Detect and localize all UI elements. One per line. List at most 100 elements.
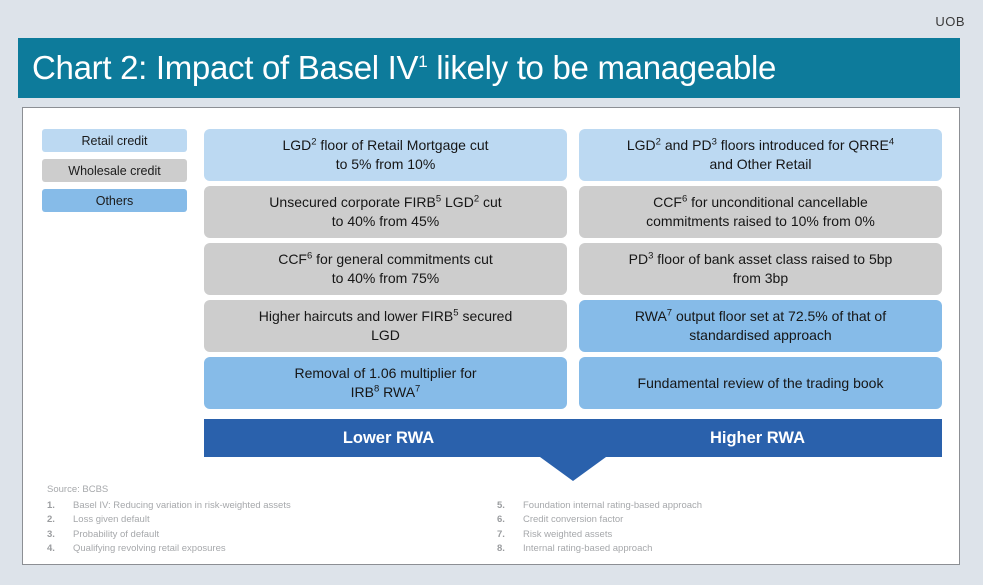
legend-label-others: Others (95, 193, 134, 208)
footnote-item: 3. Probability of default (47, 528, 497, 542)
measure-box-text: LGD2 and PD3 floors introduced for QRRE4… (627, 136, 894, 174)
footnote-item: 2. Loss given default (47, 513, 497, 527)
rwa-label-lower: Lower RWA (342, 428, 435, 447)
measure-text-part: for general commitments cut (312, 251, 493, 267)
page-title: Chart 2: Impact of Basel IV1 likely to b… (18, 49, 776, 87)
footnote-marker: 4 (888, 136, 895, 148)
source-note: Source: BCBS (47, 484, 109, 495)
footnote-text: Internal rating-based approach (523, 543, 653, 554)
measure-text-part: LGD (626, 137, 656, 153)
measure-text-part: and PD (660, 137, 712, 153)
legend-item-others[interactable]: Others (42, 189, 187, 212)
measure-box[interactable]: CCF6 for general commitments cut to 40% … (204, 243, 567, 295)
footnote-column-right: 5. Foundation internal rating-based appr… (497, 499, 947, 557)
page-title-suffix: likely to be manageable (427, 49, 777, 86)
measure-box[interactable]: RWA7 output floor set at 72.5% of that o… (579, 300, 942, 352)
measure-box[interactable]: LGD2 floor of Retail Mortgage cut to 5% … (204, 129, 567, 181)
chart-title-bar: Chart 2: Impact of Basel IV1 likely to b… (18, 38, 960, 98)
page-title-prefix: Chart 2: Impact of Basel IV (32, 49, 419, 86)
measure-box-text: Fundamental review of the trading book (638, 374, 884, 393)
higher-rwa-column: LGD2 and PD3 floors introduced for QRRE4… (579, 129, 942, 414)
measure-box[interactable]: Unsecured corporate FIRB5 LGD2 cut to 40… (204, 186, 567, 238)
measure-text-part: RWA (379, 384, 416, 400)
chart-panel: Retail credit Wholesale credit Others LG… (22, 107, 960, 565)
measure-text-part: CCF (653, 194, 682, 210)
footnote-marker: 6 (306, 250, 313, 262)
measure-text-line2: to 5% from 10% (335, 156, 436, 172)
footnote-marker: 2 (655, 136, 661, 148)
lower-rwa-column: LGD2 floor of Retail Mortgage cut to 5% … (204, 129, 567, 414)
footnote-item: 7. Risk weighted assets (497, 528, 947, 542)
footnote-number: 4. (47, 543, 55, 554)
footnote-text: Qualifying revolving retail exposures (73, 543, 226, 554)
footnote-marker: 2 (311, 136, 317, 148)
footnote-column-left: 1. Basel IV: Reducing variation in risk-… (47, 499, 497, 557)
measure-text-part: Unsecured corporate FIRB (269, 194, 436, 210)
measure-box[interactable]: Fundamental review of the trading book (579, 357, 942, 409)
footnote-marker: 5 (435, 193, 442, 205)
measure-text-part: LGD (282, 137, 312, 153)
footnote-marker: 3 (711, 136, 717, 148)
footnote-text: Risk weighted assets (523, 528, 613, 540)
measure-text-part: floor of bank asset class raised to 5bp (653, 251, 893, 267)
brand-logo-uob: UOB (935, 14, 965, 29)
measure-box[interactable]: LGD2 and PD3 floors introduced for QRRE4… (579, 129, 942, 181)
legend-item-retail-credit[interactable]: Retail credit (42, 129, 187, 152)
measure-box-text: Removal of 1.06 multiplier for IRB8 RWA7 (294, 364, 476, 402)
footnote-number: 1. (47, 499, 55, 511)
footnote-marker: 2 (473, 193, 480, 205)
footnote-number: 3. (47, 528, 55, 540)
rwa-center-pointer-icon (540, 457, 606, 481)
footnotes: Source: BCBS 1. Basel IV: Reducing varia… (47, 483, 947, 557)
measure-text-part: Fundamental review of the trading book (637, 374, 884, 391)
measure-text-part: floor of Retail Mortgage cut (316, 137, 489, 153)
footnote-item: 8. Internal rating-based approach (497, 542, 947, 556)
footnote-item: 6. Credit conversion factor (497, 513, 947, 527)
measure-box[interactable]: Higher haircuts and lower FIRB5 secured … (204, 300, 567, 352)
measure-box-text: CCF6 for general commitments cut to 40% … (278, 250, 493, 288)
footnote-marker: 7 (415, 383, 421, 395)
legend-item-wholesale-credit[interactable]: Wholesale credit (42, 159, 187, 182)
measure-text-line2: commitments raised to 10% from 0% (646, 213, 875, 229)
measure-box[interactable]: Removal of 1.06 multiplier for IRB8 RWA7 (204, 357, 567, 409)
measure-text-line2: and Other Retail (709, 156, 812, 172)
footnote-text: Basel IV: Reducing variation in risk-wei… (73, 499, 291, 511)
legend: Retail credit Wholesale credit Others (42, 129, 187, 219)
legend-label-wholesale-credit: Wholesale credit (68, 163, 161, 178)
footnote-item: 5. Foundation internal rating-based appr… (497, 499, 947, 513)
measure-text-part: Removal of 1.06 multiplier for (294, 365, 477, 381)
measure-text-part: output floor set at 72.5% of that of (672, 308, 887, 324)
rwa-bar-body: Lower RWA Higher RWA (204, 419, 942, 457)
measure-text-part: CCF (278, 251, 307, 267)
measure-box-text: CCF6 for unconditional cancellable commi… (646, 193, 875, 231)
measure-box[interactable]: CCF6 for unconditional cancellable commi… (579, 186, 942, 238)
measure-text-part: cut (479, 194, 502, 210)
measure-text-part: PD (628, 251, 649, 267)
footnote-item: 4. Qualifying revolving retail exposures (47, 542, 497, 556)
page-title-footnote-marker: 1 (418, 52, 428, 71)
footnote-text: Credit conversion factor (523, 514, 624, 525)
measure-box-text: Unsecured corporate FIRB5 LGD2 cut to 40… (269, 193, 501, 231)
rwa-spectrum-bar: Lower RWA Higher RWA (204, 419, 942, 483)
footnote-marker: 7 (666, 307, 673, 319)
measure-text-part: floors introduced for QRRE (716, 137, 889, 153)
footnote-number: 5. (497, 499, 505, 511)
footnote-item: 1. Basel IV: Reducing variation in risk-… (47, 499, 497, 513)
measure-box-text: PD3 floor of bank asset class raised to … (629, 250, 893, 288)
footnote-marker: 5 (453, 307, 459, 319)
measure-text-line2: LGD (371, 327, 400, 343)
measure-text-part: RWA (634, 308, 667, 324)
measure-text-line2: to 40% from 75% (331, 270, 440, 286)
footnote-text: Loss given default (73, 514, 150, 525)
measure-text-line2: standardised approach (689, 327, 832, 343)
footnote-marker: 3 (648, 250, 654, 262)
measure-text-line2: from 3bp (732, 270, 789, 286)
footnote-text: Probability of default (73, 528, 160, 540)
measure-text-part: for unconditional cancellable (687, 194, 868, 210)
measure-text-part: Higher haircuts and lower FIRB (258, 308, 454, 324)
measure-box[interactable]: PD3 floor of bank asset class raised to … (579, 243, 942, 295)
measure-text-part: IRB (350, 384, 374, 400)
measure-text-part: secured (458, 308, 513, 324)
footnote-marker: 8 (373, 383, 380, 395)
measure-box-text: LGD2 floor of Retail Mortgage cut to 5% … (282, 136, 488, 174)
